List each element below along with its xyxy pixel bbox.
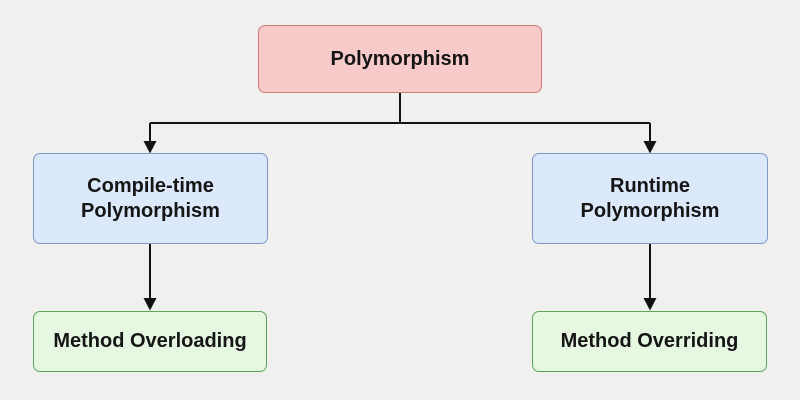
arrowhead-icon [643, 298, 657, 311]
node-runtime-polymorphism: Runtime Polymorphism [532, 153, 768, 244]
node-label: Compile-time Polymorphism [81, 174, 220, 222]
node-method-overriding: Method Overriding [532, 311, 767, 372]
node-compile-time-polymorphism: Compile-time Polymorphism [33, 153, 268, 244]
node-polymorphism: Polymorphism [258, 25, 542, 93]
node-label: Method Overloading [53, 330, 247, 352]
arrowhead-icon [143, 141, 157, 154]
arrowhead-icon [643, 141, 657, 154]
node-label: Polymorphism [330, 47, 470, 70]
arrowhead-icon [143, 298, 157, 311]
node-label: Method Overriding [560, 330, 739, 352]
node-label: Runtime Polymorphism [580, 174, 720, 222]
node-method-overloading: Method Overloading [33, 311, 267, 372]
